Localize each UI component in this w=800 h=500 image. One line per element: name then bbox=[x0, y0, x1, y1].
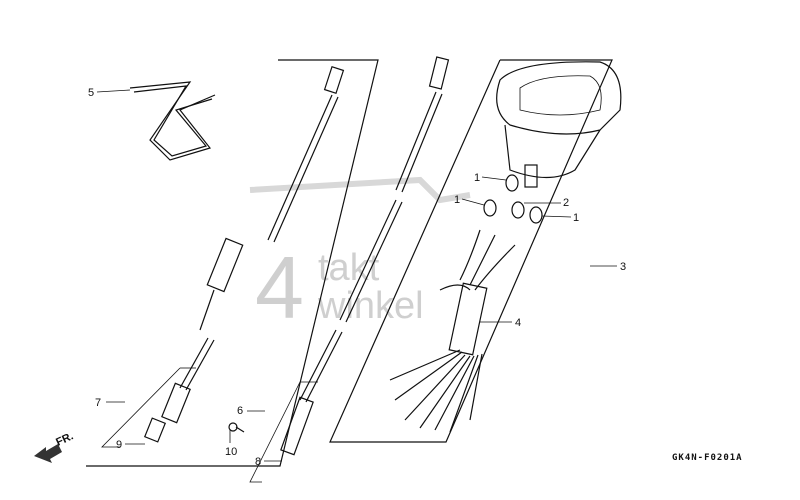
svg-text:1: 1 bbox=[454, 194, 460, 206]
arrow-icon bbox=[34, 444, 62, 463]
callout-9: 9 bbox=[116, 439, 145, 451]
svg-text:1: 1 bbox=[474, 172, 480, 184]
callout-2: 2 bbox=[524, 197, 569, 209]
watermark-number: 4 bbox=[255, 238, 304, 337]
callout-5: 5 bbox=[88, 87, 131, 99]
screw bbox=[228, 422, 245, 433]
svg-text:7: 7 bbox=[95, 397, 101, 409]
callout-7: 7 bbox=[95, 397, 125, 409]
svg-text:4: 4 bbox=[515, 317, 521, 329]
callout-4: 4 bbox=[480, 317, 521, 329]
speedometer-cable bbox=[143, 65, 345, 443]
wire-clip bbox=[129, 81, 216, 161]
tachometer-cable bbox=[280, 56, 450, 456]
callout-6: 6 bbox=[237, 405, 265, 417]
svg-text:6: 6 bbox=[237, 405, 243, 417]
direction-label: FR. bbox=[54, 430, 75, 448]
watermark-logo: 4 takt winkel bbox=[249, 176, 471, 337]
callout-3: 3 bbox=[590, 261, 626, 273]
svg-text:9: 9 bbox=[116, 439, 122, 451]
speedometer-assembly bbox=[389, 61, 622, 433]
drawing-code: GK4N-F0201A bbox=[672, 453, 743, 463]
panel-outlines bbox=[86, 59, 613, 483]
callout-10: 10 bbox=[225, 430, 237, 458]
watermark-line2: winkel bbox=[317, 285, 424, 327]
callout-1a: 1 bbox=[474, 172, 507, 184]
svg-text:2: 2 bbox=[563, 197, 569, 209]
svg-text:3: 3 bbox=[620, 261, 626, 273]
svg-text:8: 8 bbox=[255, 456, 261, 468]
front-direction-arrow: FR. bbox=[34, 430, 75, 463]
callout-1b: 1 bbox=[454, 194, 485, 206]
svg-text:5: 5 bbox=[88, 87, 94, 99]
svg-text:10: 10 bbox=[225, 446, 237, 458]
svg-text:1: 1 bbox=[573, 212, 579, 224]
callout-1c: 1 bbox=[541, 212, 579, 224]
callout-8: 8 bbox=[255, 456, 282, 468]
